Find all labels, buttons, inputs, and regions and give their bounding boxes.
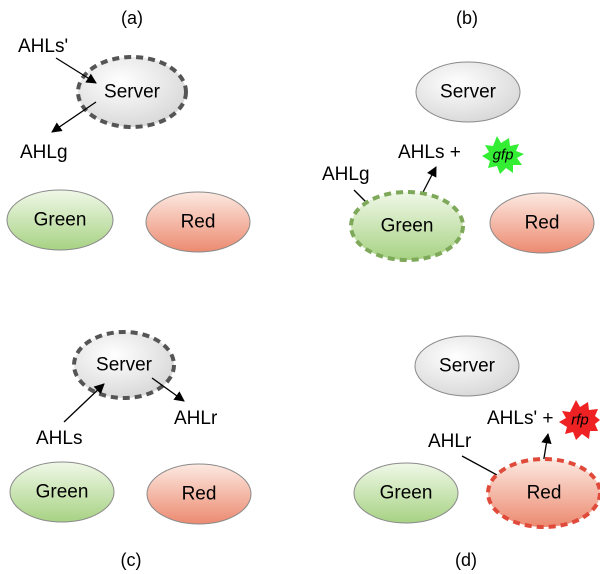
green-label: Green [381,216,434,237]
server-node: Server [76,55,188,129]
signal-input-label: AHLs' [18,36,68,57]
server-label: Server [96,355,153,376]
green-label: Green [380,483,433,504]
green-label: Green [36,482,89,503]
green-label: Green [34,210,87,231]
server-node: Server [72,330,176,400]
red-node: Red [145,191,251,253]
signal-input-label: AHLs [36,428,82,449]
signal-output-label: AHLr [174,408,218,429]
server-node: Server [414,335,520,397]
signal-input-label: AHLr [428,431,472,452]
signal-output-label: AHLs' + [487,408,553,429]
input-arrow [55,57,97,84]
red-label: Red [527,483,562,504]
server-label: Server [104,82,161,103]
panel-d: Server AHLs' + rfp AHLr Green Red (d) [353,335,600,570]
panel-a: (a) Server AHLs' AHLg Green Red [6,8,251,253]
green-node: Green [9,461,115,523]
panel-a-caption: (a) [121,8,143,28]
red-node: Red [486,457,600,529]
red-node: Red [489,192,595,254]
gfp-label: gfp [493,147,514,164]
panel-c-caption: (c) [121,550,142,570]
rfp-label: rfp [571,412,589,429]
green-node: Green [6,189,114,251]
panel-d-caption: (d) [455,550,477,570]
output-arrow [51,101,97,133]
red-label: Red [182,484,217,505]
signal-input-label: AHLg [322,164,370,185]
green-node: Green [349,190,465,262]
server-label: Server [439,356,496,377]
red-label: Red [525,213,560,234]
input-arrow [63,383,105,423]
output-arrow [151,377,185,402]
panel-c: Server AHLs AHLr Green Red (c) [9,330,252,570]
red-node: Red [146,463,252,525]
red-label: Red [181,212,216,233]
signal-output-label: AHLg [20,142,68,163]
signal-output-label: AHLs + [398,142,461,163]
green-node: Green [353,462,459,524]
gfp-reporter-badge: gfp [482,136,524,174]
panel-b: (b) Server AHLs + gfp AHLg Green Red [322,8,595,262]
panel-b-caption: (b) [456,8,478,28]
server-node: Server [415,61,521,123]
server-label: Server [440,82,497,103]
rfp-reporter-badge: rfp [559,400,600,440]
